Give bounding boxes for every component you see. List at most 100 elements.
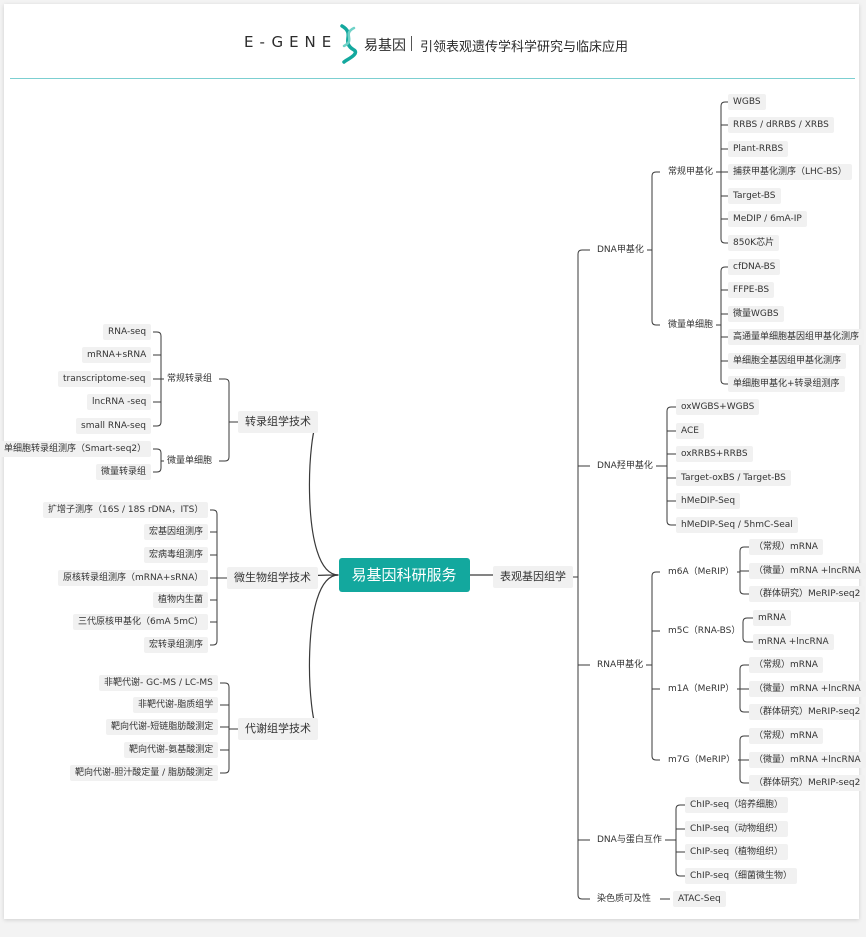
leaf-node: （微量）mRNA +lncRNA [749,752,866,768]
header-divider [411,36,412,51]
connector-line [651,171,660,177]
leaf-node: 靶向代谢-胆汁酸定量 / 脂肪酸测定 [70,765,219,781]
leaf-node: （常规）mRNA [749,657,823,673]
connector-line [651,755,660,761]
leaf-node: 宏病毒组测序 [144,547,209,563]
leaf-node: 植物内生菌 [153,592,209,608]
leaf-node: （群体研究）MeRIP-seq2 [749,775,866,791]
leaf-node: （群体研究）MeRIP-seq2 [749,704,866,720]
subcategory-node: 常规甲基化 [668,167,714,177]
category-node: DNA与蛋白互作 [597,835,662,845]
leaf-node: Target-oxBS / Target-BS [676,470,791,486]
leaf-node: 非靶代谢-脂质组学 [133,697,219,713]
leaf-node: ChIP-seq（动物组织） [685,821,789,837]
subcategory-node: m5C（RNA-BS） [668,626,741,636]
connector-line [666,406,676,412]
leaf-node: 捕获甲基化测序（LHC-BS） [728,164,852,180]
connector-line [739,735,749,741]
connector-line [220,682,230,688]
logo-text: E-GENE [244,33,338,51]
connector-line [720,379,728,385]
connector-line [666,520,676,526]
connector-line [739,707,749,713]
connector-line [219,456,230,462]
leaf-node: Target-BS [728,188,781,204]
leaf-node: ACE [676,423,704,439]
connector-line [675,804,685,810]
leaf-node: 扩增子测序（16S / 18S rDNA，ITS） [43,502,209,518]
leaf-node: 微量WGBS [728,306,784,322]
leaf-node: cfDNA-BS [728,259,781,275]
connector-line [675,871,685,877]
category-node: DNA羟甲基化 [597,461,653,471]
leaf-node: hMeDIP-Seq [676,493,741,509]
connector-line [577,249,590,255]
header-rule [10,78,855,79]
connector-line [308,421,339,576]
leaf-node: 单细胞转录组测序（Smart-seq2） [0,441,152,457]
leaf-node: ChIP-seq（植物组织） [685,844,789,860]
brand-name: 易基因 [364,38,406,54]
right-main-topic: 表观基因组学 [493,566,573,588]
subcategory-node: m7G（MeRIP） [668,755,736,765]
connector-line [739,546,749,552]
leaf-node: （群体研究）MeRIP-seq2 [749,586,866,602]
connector-line [651,571,660,577]
leaf-node: oxWGBS+WGBS [676,399,760,415]
leaf-node: RNA-seq [103,324,152,340]
leaf-node: 高通量单细胞基因组甲基化测序 [728,329,865,345]
connector-line [219,378,230,384]
connector-line [739,589,749,595]
leaf-node: 靶向代谢-氨基酸测定 [124,742,219,758]
connector-line [210,509,218,515]
category-node: DNA甲基化 [597,245,644,255]
leaf-node: 非靶代谢- GC-MS / LC-MS [99,675,218,691]
category-node: RNA甲基化 [597,660,644,670]
leaf-node: mRNA +lncRNA [753,634,834,650]
connector-line [308,574,339,730]
leaf-node: oxRRBS+RRBS [676,446,753,462]
subcategory-node: m6A（MeRIP） [668,567,735,577]
leaf-node: 靶向代谢-短链脂肪酸测定 [106,719,219,735]
leaf-node: （微量）mRNA +lncRNA [749,681,866,697]
connector-line [153,467,162,473]
leaf-node: FFPE-BS [728,282,775,298]
connector-line [720,238,728,244]
leaf-node: 宏转录组测序 [144,637,209,653]
left-main-topic: 代谢组学技术 [238,718,318,740]
leaf-node: ChIP-seq（细菌微生物） [685,868,798,884]
leaf-node: 微量转录组 [96,464,152,480]
connector-line [651,320,660,326]
leaf-node: WGBS [728,94,766,110]
connector-line [153,421,162,427]
subcategory-node: m1A（MeRIP） [668,684,735,694]
left-main-topic: 微生物组学技术 [227,567,318,589]
leaf-node: RRBS / dRRBS / XRBS [728,117,834,133]
leaf-node: （常规）mRNA [749,539,823,555]
connector-line [220,768,230,774]
leaf-node: 宏基因组测序 [144,524,209,540]
subcategory-node: 常规转录组 [167,374,213,384]
connector-line [153,448,162,454]
leaf-node: 原核转录组测序（mRNA+sRNA） [58,570,209,586]
leaf-node: hMeDIP-Seq / 5hmC-Seal [676,517,798,533]
connector-line [210,640,218,646]
subcategory-node: 微量单细胞 [668,320,714,330]
connector-line [720,266,728,272]
leaf-node: lncRNA -seq [87,394,152,410]
left-main-topic: 转录组学技术 [238,411,318,433]
dna-helix-icon [340,24,358,64]
tagline: 引领表观遗传学科学研究与临床应用 [420,40,629,55]
leaf-node: MeDIP / 6mA-IP [728,211,807,227]
connector-line [739,778,749,784]
leaf-node: Plant-RRBS [728,141,789,157]
leaf-node: （常规）mRNA [749,728,823,744]
leaf-node: 单细胞甲基化+转录组测序 [728,376,845,392]
leaf-node: ATAC-Seq [673,891,726,907]
leaf-node: ChIP-seq（培养细胞） [685,797,789,813]
leaf-node: 单细胞全基因组甲基化测序 [728,353,847,369]
category-node: 染色质可及性 [597,894,652,904]
leaf-node: mRNA+sRNA [82,347,152,363]
leaf-node: 850K芯片 [728,235,780,251]
